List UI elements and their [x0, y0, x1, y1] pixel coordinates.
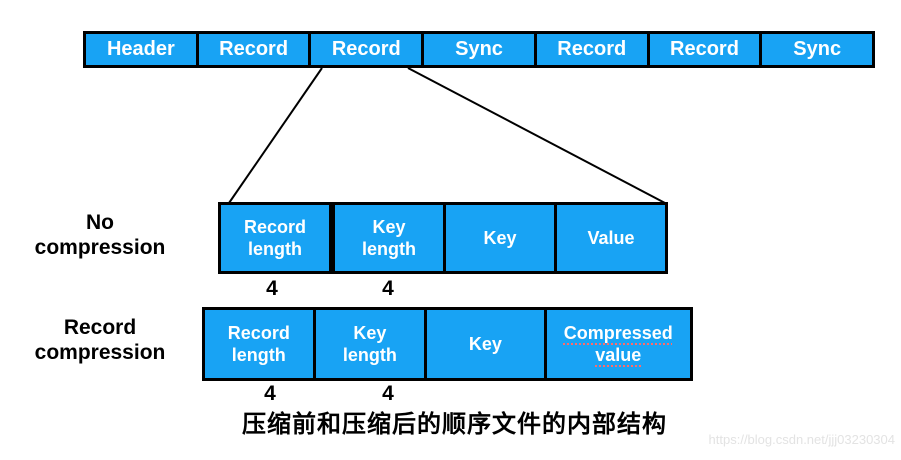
block-value: Value: [557, 205, 665, 271]
block-record-2: Record: [311, 34, 422, 65]
block-record-length: Record length: [221, 205, 329, 271]
record-length-bytes: 4: [264, 382, 276, 405]
no-compression-row: Record length Key length Key Value: [218, 202, 668, 274]
block-key-length: Key length: [335, 205, 443, 271]
block-sync-1: Sync: [424, 34, 534, 65]
block-record-1: Record: [198, 34, 309, 65]
block-key: Key: [446, 205, 554, 271]
diagram-caption: 压缩前和压缩后的顺序文件的内部结构: [242, 411, 667, 438]
key-length-bytes: 4: [382, 277, 394, 300]
block-compressed-value: Compressed value: [546, 310, 690, 378]
block-record-length: Record length: [205, 310, 313, 378]
block-record-3: Record: [536, 34, 647, 65]
expansion-line-right: [407, 67, 666, 204]
block-key: Key: [427, 310, 544, 378]
file-structure-row: Header Record Record Sync Record Record …: [83, 31, 875, 68]
block-header: Header: [86, 34, 196, 65]
key-length-bytes: 4: [382, 382, 394, 405]
no-compression-label: No compression: [34, 211, 166, 259]
record-length-bytes: 4: [266, 277, 278, 300]
watermark-url: https://blog.csdn.net/jjj03230304: [708, 432, 895, 447]
record-compression-row: Record length Key length Key Compressed …: [202, 307, 693, 381]
block-record-4: Record: [649, 34, 760, 65]
record-compression-label: Record compression: [34, 316, 166, 364]
expansion-line-left: [228, 67, 323, 204]
block-sync-2: Sync: [762, 34, 873, 65]
block-key-length: Key length: [315, 310, 425, 378]
